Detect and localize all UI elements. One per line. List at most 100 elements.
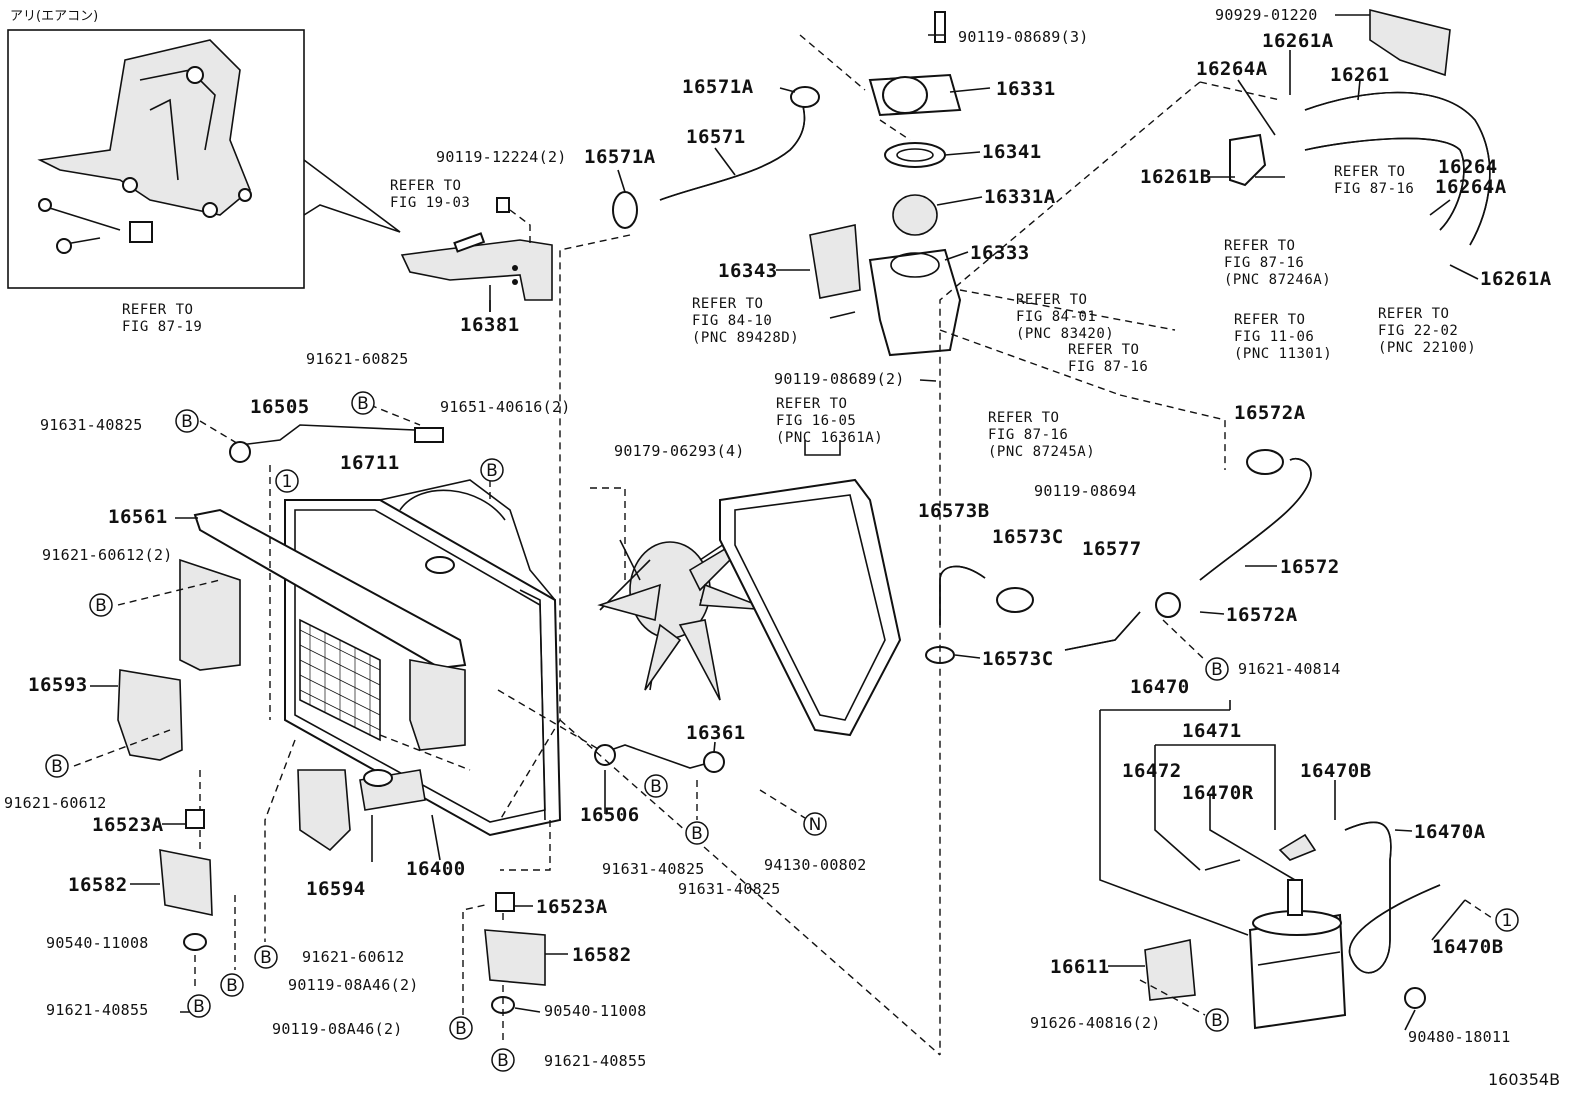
callout-c-B-8: B	[685, 821, 709, 845]
part-label-p-16572: 16572	[1280, 556, 1340, 578]
callout-c-B-13: B	[449, 1016, 473, 1040]
part-label-p-16343: 16343	[718, 260, 778, 282]
callout-c-B-9: B	[254, 945, 278, 969]
part-label-p-16571A-mid: 16571A	[584, 146, 656, 168]
part-label-p-16470R: 16470R	[1182, 782, 1254, 804]
callout-c-B-11: B	[187, 994, 211, 1018]
bracket-16582-left	[159, 849, 213, 916]
callout-c-B-2: B	[175, 409, 199, 433]
refer-note-r-fig-87-16-b: REFER TO FIG 87-16	[1068, 342, 1149, 375]
refer-note-r-fig-87-16-pnc87245A: REFER TO FIG 87-16 (PNC 87245A)	[988, 410, 1096, 460]
part-label-p-91631-40825-a: 91631-40825	[40, 416, 143, 434]
part-label-p-16333: 16333	[970, 242, 1030, 264]
callout-letter: 1	[282, 472, 293, 492]
part-label-p-16264A-right: 16264A	[1435, 176, 1507, 198]
part-label-p-16561: 16561	[108, 506, 168, 528]
callout-letter: 1	[1502, 911, 1513, 931]
callout-letter: B	[650, 777, 662, 797]
part-label-p-90540-11008-a: 90540-11008	[46, 934, 149, 952]
part-label-p-16264: 16264	[1438, 156, 1498, 178]
inset-ac-bracket	[7, 29, 305, 289]
part-label-p-16572A-mid: 16572A	[1226, 604, 1298, 626]
callout-letter: B	[51, 757, 63, 777]
part-label-p-90119-08A46-a: 90119-08A46(2)	[288, 976, 419, 994]
callout-letter: B	[486, 461, 498, 481]
part-label-p-16470A: 16470A	[1414, 821, 1486, 843]
part-label-p-91621-60825: 91621-60825	[306, 350, 409, 368]
refer-note-r-fig-19-03: REFER TO FIG 19-03	[390, 178, 471, 211]
inset-refer-note: REFER TO FIG 87-19	[122, 302, 203, 335]
panel-16594	[297, 769, 351, 852]
thermostat-16331A	[892, 194, 938, 236]
part-label-p-16571A-top: 16571A	[682, 76, 754, 98]
refer-note-r-fig-87-16-pnc87246A: REFER TO FIG 87-16 (PNC 87246A)	[1224, 238, 1332, 288]
callout-letter: B	[691, 824, 703, 844]
part-label-p-16381: 16381	[460, 314, 520, 336]
part-label-p-91621-40814: 91621-40814	[1238, 660, 1341, 678]
refer-note-r-fig-16-05: REFER TO FIG 16-05 (PNC 16361A)	[776, 396, 884, 446]
belt-16361	[719, 478, 902, 737]
callout-letter: B	[193, 997, 205, 1017]
part-label-p-91621-40855-a: 91621-40855	[46, 1001, 149, 1019]
part-label-p-16611: 16611	[1050, 956, 1110, 978]
panel-16593	[117, 669, 183, 761]
callout-c-N: N	[803, 812, 827, 836]
part-label-p-16573B: 16573B	[918, 500, 990, 522]
callout-letter: B	[455, 1019, 467, 1039]
figure-code: 160354B	[1488, 1070, 1561, 1089]
part-label-p-90119-08689-2: 90119-08689(2)	[774, 370, 905, 388]
refer-note-r-fig-84-01: REFER TO FIG 84-01 (PNC 83420)	[1016, 292, 1115, 342]
bracket-16381	[400, 197, 553, 301]
callout-c-B-5: B	[1205, 657, 1229, 681]
part-label-p-91631-40825-b: 91631-40825	[602, 860, 705, 878]
part-label-p-91621-60612-b: 91621-60612	[302, 948, 405, 966]
part-label-p-16331: 16331	[996, 78, 1056, 100]
part-label-p-16577: 16577	[1082, 538, 1142, 560]
part-label-p-16261: 16261	[1330, 64, 1390, 86]
part-label-p-16711: 16711	[340, 452, 400, 474]
part-label-p-16470: 16470	[1130, 676, 1190, 698]
part-label-p-91626-40816: 91626-40816(2)	[1030, 1014, 1161, 1032]
part-label-p-90119-08A46-b: 90119-08A46(2)	[272, 1020, 403, 1038]
part-label-p-16572A-top: 16572A	[1234, 402, 1306, 424]
callout-letter: B	[226, 976, 238, 996]
bracket-16582-bottom	[484, 929, 546, 986]
part-label-p-16470B-bot: 16470B	[1432, 936, 1504, 958]
part-label-p-16471: 16471	[1182, 720, 1242, 742]
gasket-16341	[884, 142, 946, 168]
callout-letter: B	[181, 412, 193, 432]
callout-c-B-6: B	[45, 754, 69, 778]
callout-c-1-a: 1	[275, 469, 299, 493]
part-label-p-16261A-top: 16261A	[1262, 30, 1334, 52]
part-label-p-91621-60612-a: 91621-60612	[4, 794, 107, 812]
part-label-p-16573C-top: 16573C	[992, 526, 1064, 548]
callout-c-B-1: B	[351, 391, 375, 415]
part-label-p-91621-40855-b: 91621-40855	[544, 1052, 647, 1070]
part-label-p-16593: 16593	[28, 674, 88, 696]
part-label-p-90929-01220: 90929-01220	[1215, 6, 1318, 24]
part-label-p-91651-40616: 91651-40616(2)	[440, 398, 571, 416]
part-label-p-16472: 16472	[1122, 760, 1182, 782]
part-label-p-90119-08694: 90119-08694	[1034, 482, 1137, 500]
part-label-p-90179-06293: 90179-06293(4)	[614, 442, 745, 460]
callout-letter: B	[357, 394, 369, 414]
callout-letter: N	[809, 815, 822, 835]
dashed-lines	[73, 34, 1493, 1056]
part-label-p-90119-08689-3: 90119-08689(3)	[958, 28, 1089, 46]
part-label-p-16470B-top: 16470B	[1300, 760, 1372, 782]
part-label-p-16582-bot: 16582	[572, 944, 632, 966]
part-label-p-16341: 16341	[982, 141, 1042, 163]
part-label-p-16361: 16361	[686, 722, 746, 744]
part-label-p-16264A-top: 16264A	[1196, 58, 1268, 80]
refer-note-r-fig-11-06: REFER TO FIG 11-06 (PNC 11301)	[1234, 312, 1333, 362]
part-label-p-90119-12224: 90119-12224(2)	[436, 148, 567, 166]
part-label-p-16523A-left: 16523A	[92, 814, 164, 836]
part-label-p-16573C-bot: 16573C	[982, 648, 1054, 670]
part-label-p-16400: 16400	[406, 858, 466, 880]
part-label-p-91621-60612-2: 91621-60612(2)	[42, 546, 173, 564]
callout-c-B-3: B	[480, 458, 504, 482]
part-label-p-16594: 16594	[306, 878, 366, 900]
part-label-p-16571: 16571	[686, 126, 746, 148]
refer-note-r-fig-22-02: REFER TO FIG 22-02 (PNC 22100)	[1378, 306, 1477, 356]
